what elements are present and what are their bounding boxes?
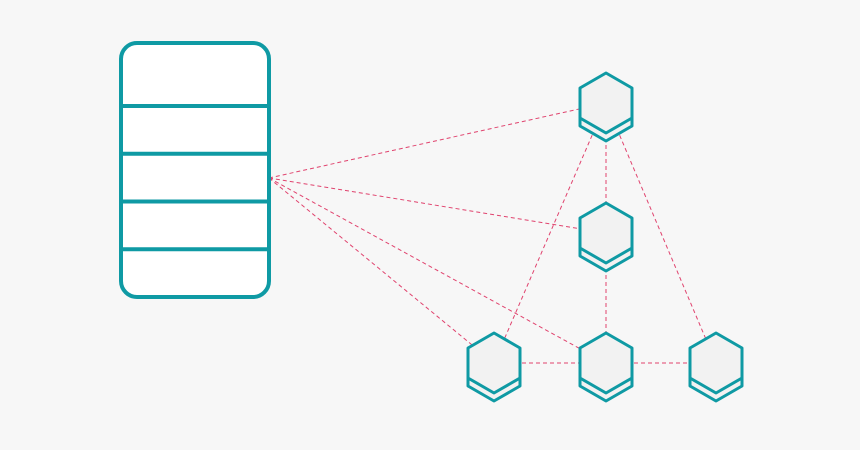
hexagon-icon — [688, 331, 744, 395]
link-top-bottom-left — [493, 102, 607, 364]
hexagon-icon — [578, 71, 634, 135]
node-top — [578, 71, 634, 143]
network-nodes — [466, 71, 744, 403]
link-database-top — [268, 102, 607, 179]
node-bottom-right — [688, 331, 744, 403]
hexagon-icon — [578, 201, 634, 265]
hexagon-icon — [578, 331, 634, 395]
connection-links — [268, 102, 717, 364]
node-middle — [578, 201, 634, 273]
link-database-bottom-center — [268, 177, 607, 364]
link-database-middle — [268, 177, 607, 234]
database-table — [119, 41, 271, 299]
hexagon-icon — [466, 331, 522, 395]
node-bottom-center — [578, 331, 634, 403]
link-top-bottom-right — [605, 102, 717, 364]
link-database-bottom-left — [268, 177, 495, 364]
node-bottom-left — [466, 331, 522, 403]
database-table-icon — [119, 41, 271, 299]
